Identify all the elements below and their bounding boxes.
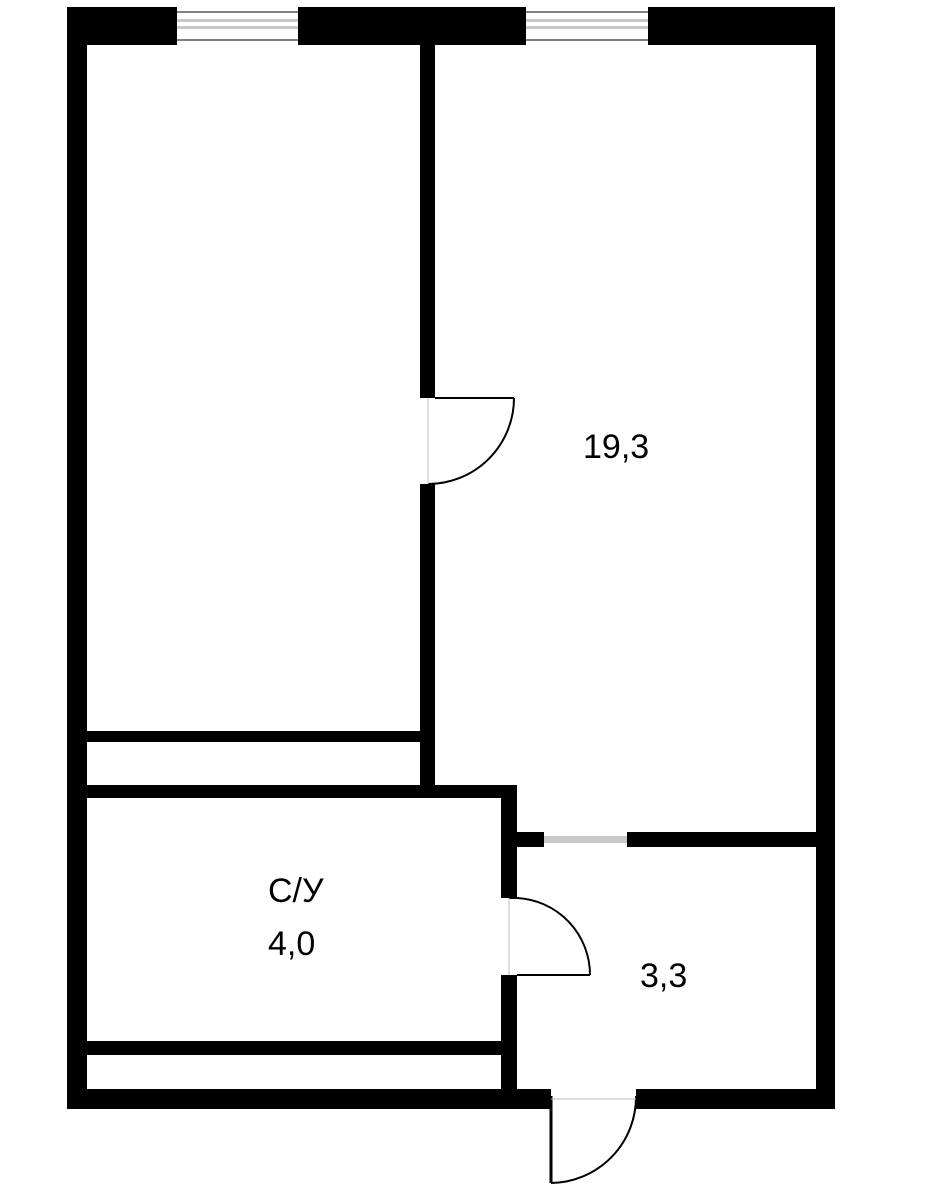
bathroom-right-wall-upper: [501, 785, 517, 898]
bathroom-name: С/У: [268, 872, 324, 910]
partition-vertical-upper: [420, 40, 435, 398]
bathroom-strip-line: [87, 1041, 501, 1055]
right-wall: [816, 7, 835, 1109]
left-strip-line-1: [87, 731, 420, 742]
window-left: [177, 11, 298, 41]
door-left-room: [427, 397, 515, 485]
door-bathroom: [508, 897, 592, 976]
hallway-wall-stub: [517, 832, 544, 847]
window-right: [526, 11, 648, 41]
bottom-wall-right: [636, 1089, 835, 1109]
hallway-top-wall: [627, 832, 816, 847]
interior-glazing: [544, 836, 627, 843]
bathroom-area: 4,0: [268, 925, 315, 963]
left-wall: [67, 7, 87, 1109]
bathroom-right-wall-lower: [501, 975, 517, 1089]
top-wall-middle: [298, 7, 526, 45]
hallway-area: 3,3: [640, 957, 687, 995]
interior-walls: [87, 40, 816, 1089]
bottom-wall-left: [67, 1089, 551, 1109]
outer-walls: [67, 7, 835, 1109]
partition-vertical-lower: [420, 484, 435, 788]
door-entrance: [549, 1095, 638, 1184]
top-wall-right: [648, 7, 835, 45]
bathroom-top-wall: [87, 785, 517, 798]
main-room-area: 19,3: [583, 428, 649, 466]
